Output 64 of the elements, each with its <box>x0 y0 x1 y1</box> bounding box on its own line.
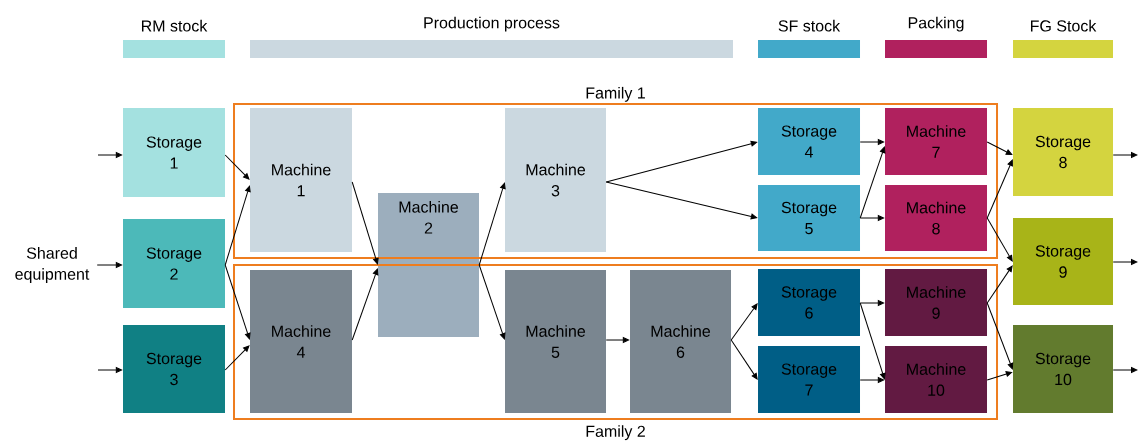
arrow <box>859 139 885 145</box>
process-box: Storage 6 <box>758 269 860 336</box>
process-box: Machine 8 <box>885 185 987 251</box>
arrow <box>478 182 506 266</box>
process-box: Machine 1 <box>250 108 352 252</box>
arrow <box>859 302 886 380</box>
process-box: Storage 4 <box>758 108 860 175</box>
arrow <box>986 141 1013 155</box>
arrow <box>351 181 379 265</box>
stage-bar: RM stock <box>123 19 225 58</box>
arrow <box>224 185 251 266</box>
arrow <box>97 152 123 158</box>
stage-bar: Packing <box>885 16 987 58</box>
process-box: Storage 10 <box>1013 325 1113 413</box>
process-box: Machine 2 <box>378 193 479 337</box>
process-box: Storage 9 <box>1013 218 1113 305</box>
stage-bar: SF stock <box>758 19 860 58</box>
arrow <box>730 303 758 341</box>
arrow <box>730 339 758 380</box>
arrow <box>859 146 886 219</box>
node-label: RM stock <box>141 19 208 32</box>
side-label: Shared equipment <box>15 247 90 283</box>
process-box: Machine 4 <box>250 270 352 413</box>
arrow <box>96 262 123 268</box>
arrow <box>351 268 379 341</box>
arrow <box>478 264 506 340</box>
stage-bar: Production process <box>250 16 733 58</box>
node-label: Family 2 <box>586 425 645 441</box>
arrow <box>605 140 758 183</box>
arrow <box>859 215 885 221</box>
arrow <box>986 265 1013 304</box>
process-box: Storage 7 <box>758 346 860 413</box>
arrow <box>1112 367 1138 373</box>
process-box: Storage 3 <box>123 325 225 413</box>
node-label: FG Stock <box>1030 19 1097 32</box>
arrow <box>224 154 250 180</box>
arrow <box>1112 259 1138 265</box>
process-box: Machine 10 <box>885 346 987 413</box>
arrow <box>859 377 885 383</box>
process-box: Machine 3 <box>505 108 606 252</box>
node-label: Production process <box>424 16 560 32</box>
arrow <box>224 264 251 340</box>
arrow <box>224 345 250 371</box>
process-box: Machine 9 <box>885 269 987 336</box>
arrow <box>605 181 758 220</box>
node-label: SF stock <box>778 19 841 32</box>
arrow <box>97 367 123 373</box>
process-box: Storage 1 <box>123 108 225 197</box>
arrow <box>859 300 885 306</box>
process-box: Machine 5 <box>505 270 606 413</box>
arrow <box>986 371 1013 381</box>
process-box: Machine 6 <box>630 270 731 413</box>
arrow <box>986 302 1014 370</box>
arrow <box>605 337 630 343</box>
process-box: Storage 5 <box>758 185 860 251</box>
stage-bar: FG Stock <box>1013 19 1113 58</box>
node-label: Packing <box>908 16 964 32</box>
node-label: Family 1 <box>586 86 645 102</box>
process-box: Storage 8 <box>1013 108 1113 196</box>
arrow <box>1112 152 1138 158</box>
arrow <box>986 159 1013 219</box>
process-box: Storage 2 <box>123 219 225 308</box>
arrow <box>986 217 1013 262</box>
process-box: Machine 7 <box>885 108 987 175</box>
